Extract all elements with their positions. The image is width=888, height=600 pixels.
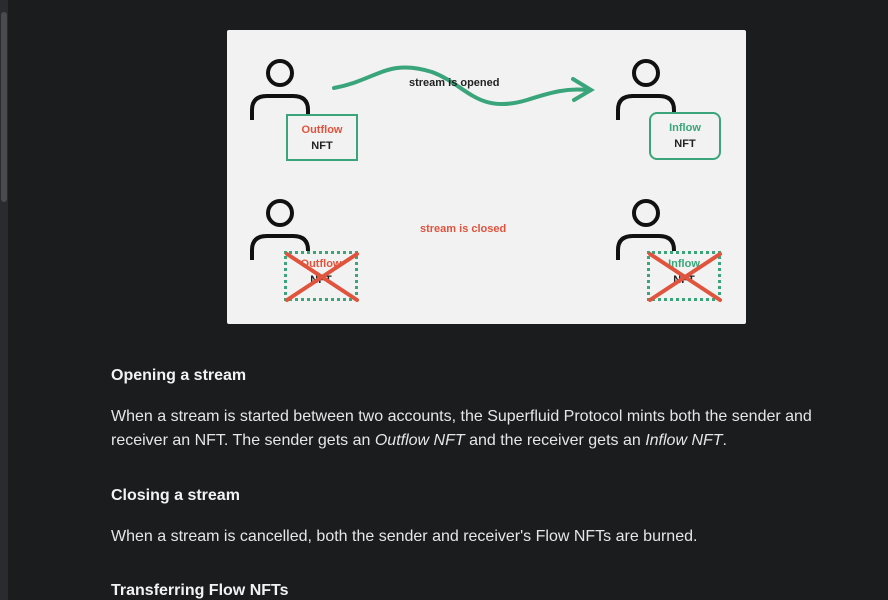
heading-closing-stream: Closing a stream [111,487,240,504]
receiver-person-closed-icon [616,199,676,260]
burned-outflow-nft-type: Outflow [300,258,342,270]
heading-transferring-nfts: Transferring Flow NFTs [111,582,289,599]
diagram-artwork [250,59,676,260]
closing-stream-paragraph: When a stream is cancelled, both the sen… [111,528,698,545]
stream-opened-label: stream is opened [409,77,500,89]
outflow-nft-term: Outflow NFT [374,432,465,449]
opening-text-3: . [722,432,727,449]
scrollbar-thumb[interactable] [1,12,7,202]
sender-person-closed-icon [250,199,310,260]
burned-outflow-nft-label: NFT [310,274,332,286]
flow-nft-diagram: stream is opened stream is closed Outflo… [227,30,746,324]
burned-inflow-nft-card: Inflow NFT [647,251,721,301]
receiver-person-icon [616,59,676,120]
page-scrollbar[interactable] [0,0,8,600]
heading-opening-stream: Opening a stream [111,367,247,384]
sender-person-icon [250,59,310,120]
inflow-nft-label: NFT [674,138,696,150]
stream-closed-label: stream is closed [420,223,507,235]
outflow-nft-label: NFT [311,139,333,152]
burned-outflow-nft-card: Outflow NFT [284,251,358,301]
inflow-nft-type: Inflow [669,122,701,134]
opening-stream-paragraph: When a stream is started between two acc… [111,405,871,453]
burned-inflow-nft-type: Inflow [668,258,700,270]
opening-text-2: and the receiver gets an [464,432,646,449]
inflow-nft-term: Inflow NFT [645,432,723,449]
stream-arrow-icon [332,65,595,107]
opening-text-1: When a stream is started between two acc… [111,408,812,449]
inflow-nft-card: Inflow NFT [649,112,721,160]
outflow-nft-card: Outflow NFT [286,114,358,161]
outflow-nft-type: Outflow [301,123,343,136]
burned-inflow-nft-label: NFT [673,274,695,286]
